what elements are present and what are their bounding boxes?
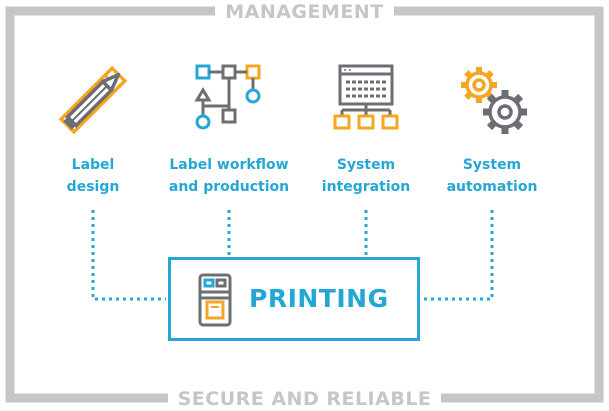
category-label-workflow: Label workflow and production (154, 60, 304, 195)
category-system-automation: System automation (417, 60, 567, 195)
management-heading-text: MANAGEMENT (215, 1, 394, 23)
connector-system-automation (422, 210, 494, 301)
connector-label-design (91, 210, 166, 301)
management-heading: MANAGEMENT (0, 0, 609, 24)
secure-reliable-heading-text: SECURE AND RELIABLE (167, 388, 442, 410)
category-label-workflow-text: Label workflow and production (168, 157, 290, 195)
category-system-integration-text: System integration (321, 157, 411, 195)
category-label-design: Label design (18, 60, 168, 195)
pencil-ruler-icon (58, 65, 128, 135)
category-system-automation-text: System automation (446, 157, 538, 195)
printing-label: PRINTING (249, 284, 389, 313)
system-integration-icon (333, 64, 399, 130)
printing-box: PRINTING (168, 257, 420, 341)
gears-icon (461, 67, 527, 134)
workflow-icon (194, 64, 261, 130)
secure-reliable-heading: SECURE AND RELIABLE (0, 387, 609, 411)
category-label-design-text: Label design (66, 157, 120, 195)
category-system-integration: System integration (291, 60, 441, 195)
printer-icon (198, 273, 232, 327)
